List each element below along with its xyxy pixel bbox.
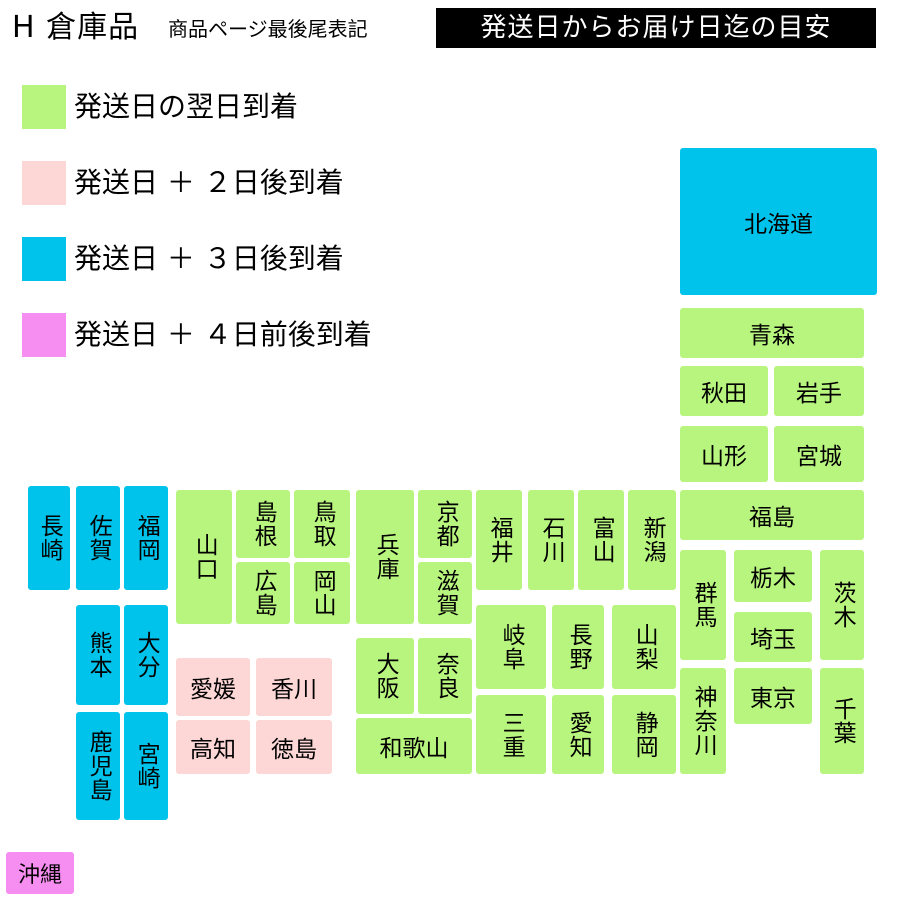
pref-saitama: 埼玉 — [734, 612, 812, 662]
store-subtitle: 商品ページ最後尾表記 — [168, 17, 368, 41]
pref-nagano: 長野 — [552, 605, 604, 689]
pref-kumamoto: 熊本 — [76, 605, 120, 705]
legend-label: 発送日 ＋ ４日前後到着 — [74, 318, 372, 351]
pref-ehime: 愛媛 — [176, 658, 250, 716]
pref-tokushima: 徳島 — [256, 720, 332, 774]
pref-shimane: 島根 — [236, 490, 290, 558]
legend-swatch-green — [22, 85, 66, 129]
pref-akita: 秋田 — [680, 366, 768, 416]
pref-nara: 奈良 — [418, 638, 472, 714]
legend-label: 発送日の翌日到着 — [74, 90, 299, 123]
pref-kyoto: 京都 — [418, 490, 472, 558]
pref-saga: 佐賀 — [76, 486, 120, 590]
pref-kagoshima: 鹿児島 — [76, 712, 120, 820]
pref-niigata: 新潟 — [628, 490, 676, 590]
pref-gunma: 群馬 — [680, 550, 726, 660]
pref-shiga: 滋賀 — [418, 562, 472, 624]
pref-miyazaki: 宮崎 — [124, 712, 168, 820]
pref-toyama: 富山 — [578, 490, 624, 590]
pref-tokyo: 東京 — [734, 668, 812, 724]
delivery-banner: 発送日からお届け日迄の目安 — [436, 8, 876, 48]
legend-swatch-blue — [22, 237, 66, 281]
pref-fukushima: 福島 — [680, 490, 864, 540]
pref-aomori: 青森 — [680, 308, 864, 358]
store-title: H 倉庫品 — [12, 10, 140, 45]
pref-miyagi: 宮城 — [774, 426, 864, 482]
pref-iwate: 岩手 — [774, 366, 864, 416]
pref-tochigi: 栃木 — [734, 550, 812, 602]
pref-yamanashi: 山梨 — [612, 605, 676, 689]
pref-fukui: 福井 — [476, 490, 522, 590]
legend-label: 発送日 ＋ ３日後到着 — [74, 242, 344, 275]
pref-nagasaki: 長崎 — [28, 486, 70, 590]
pref-wakayama: 和歌山 — [356, 718, 472, 774]
pref-oita: 大分 — [124, 605, 168, 705]
legend-swatch-magenta — [22, 313, 66, 357]
pref-mie: 三重 — [476, 695, 546, 774]
legend-swatch-pink — [22, 161, 66, 205]
pref-ishikawa: 石川 — [528, 490, 574, 590]
pref-ibaraki: 茨木 — [820, 550, 864, 660]
pref-fukuoka: 福岡 — [124, 486, 168, 590]
pref-yamagata: 山形 — [680, 426, 768, 482]
pref-hiroshima: 広島 — [236, 562, 290, 624]
pref-chiba: 千葉 — [820, 668, 864, 774]
pref-hyogo: 兵庫 — [356, 490, 414, 624]
pref-okayama: 岡山 — [294, 562, 350, 624]
pref-shizuoka: 静岡 — [612, 695, 676, 774]
pref-kochi: 高知 — [176, 720, 250, 774]
pref-okinawa: 沖縄 — [6, 852, 74, 894]
pref-aichi: 愛知 — [552, 695, 604, 774]
pref-kanagawa: 神奈川 — [680, 668, 726, 774]
pref-yamaguchi: 山口 — [176, 490, 232, 624]
pref-kagawa: 香川 — [256, 658, 332, 716]
pref-hokkaido: 北海道 — [680, 148, 877, 295]
pref-gifu: 岐阜 — [476, 605, 546, 689]
pref-tottori: 鳥取 — [294, 490, 350, 558]
pref-osaka: 大阪 — [356, 638, 414, 714]
legend-label: 発送日 ＋ ２日後到着 — [74, 166, 344, 199]
